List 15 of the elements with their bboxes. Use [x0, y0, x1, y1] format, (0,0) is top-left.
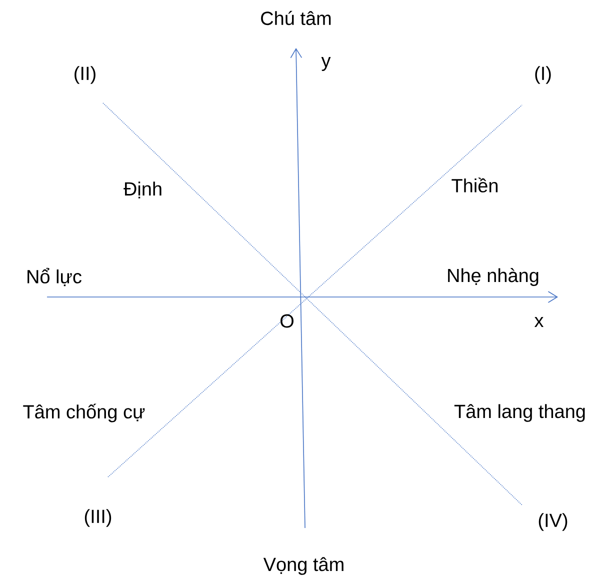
quadrant-number: (IV)	[538, 513, 568, 531]
axis-title: Chú tâm	[261, 10, 331, 26]
origin-label: O	[280, 314, 294, 328]
line-label: Thiền	[452, 178, 498, 192]
quadrant-number: (I)	[535, 66, 551, 84]
axis-name: y	[321, 57, 331, 71]
line-label: Định	[124, 182, 162, 198]
axis-title: Nhẹ nhàng	[448, 268, 538, 286]
line-label: Tâm chống cự	[23, 404, 145, 422]
axis-title: Nổ lực	[28, 268, 82, 286]
line-label: Tâm lang thang	[454, 404, 585, 422]
quadrant-number: (III)	[84, 509, 112, 527]
axis-title: Vọng tâm	[263, 557, 344, 575]
axis-name: x	[534, 316, 544, 328]
quadrant-number: (II)	[74, 66, 96, 84]
